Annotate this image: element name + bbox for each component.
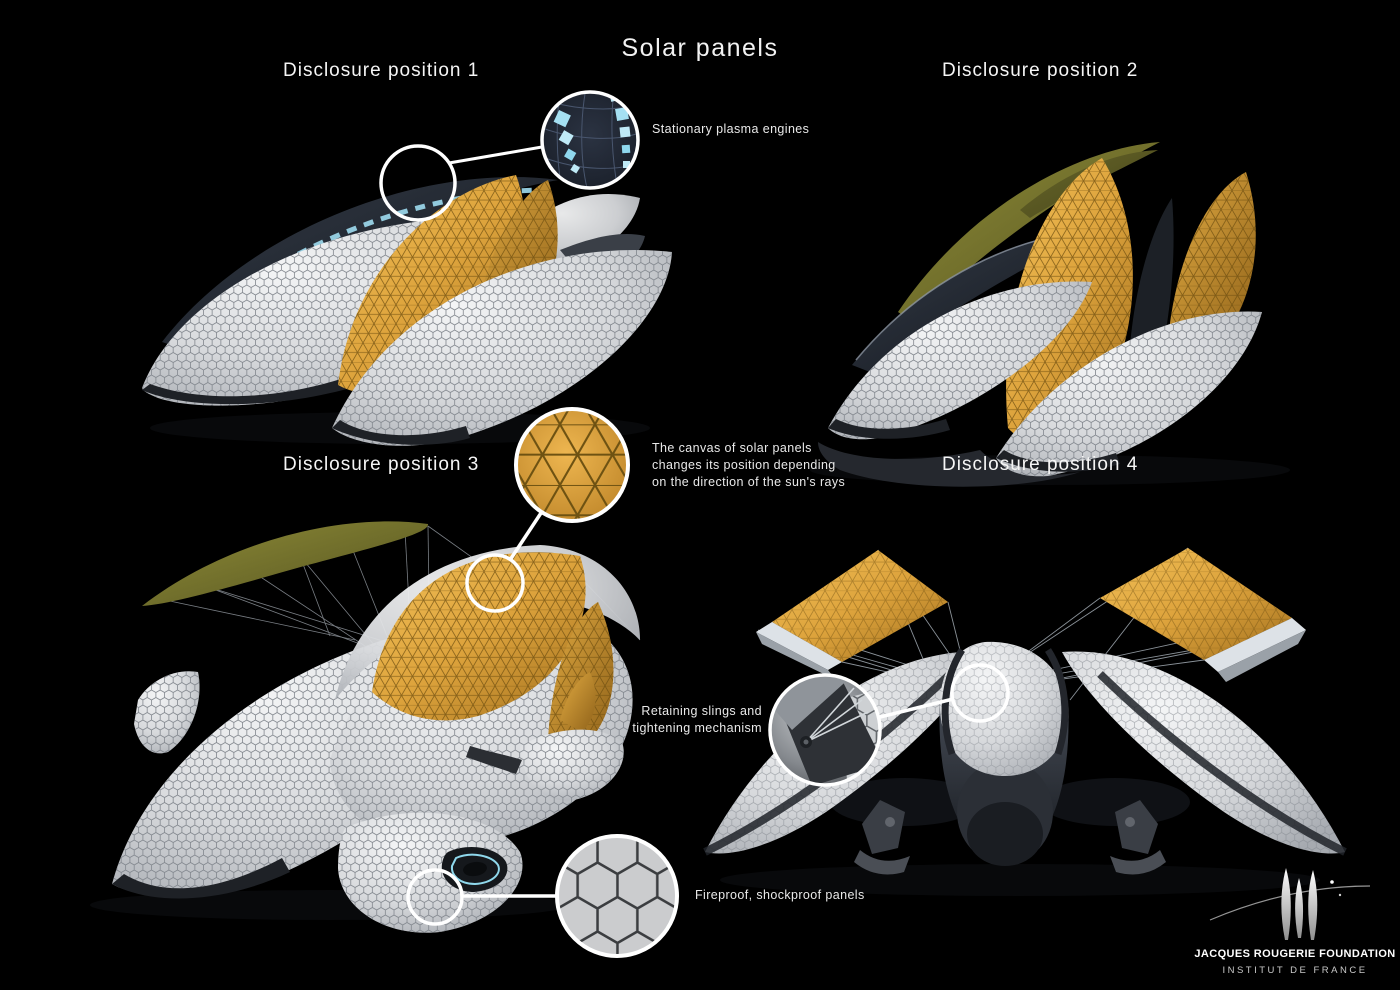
annotation-solar-canvas: The canvas of solar panels changes its p… bbox=[652, 441, 846, 489]
footer-institute-name: INSTITUT DE FRANCE bbox=[1222, 965, 1368, 976]
leader-line-slings bbox=[879, 697, 954, 719]
solar-kite-left bbox=[756, 550, 948, 680]
solar-kite-right bbox=[1100, 548, 1306, 682]
callout-ring-position-1 bbox=[379, 144, 457, 222]
ship-position-2 bbox=[810, 142, 1290, 487]
solar-canvas-detail-circle bbox=[514, 407, 630, 523]
label-disclosure-position-1: Disclosure position 1 bbox=[283, 60, 480, 81]
star-dot bbox=[1338, 893, 1342, 897]
leader-line-plasma bbox=[448, 145, 543, 165]
hexagon-panel-detail-circle bbox=[555, 834, 679, 958]
sling-mechanism-detail-circle bbox=[768, 673, 882, 787]
jacques-rougerie-foundation-logo bbox=[1209, 868, 1371, 940]
annotation-retaining-slings: Retaining slings and tightening mechanis… bbox=[632, 704, 762, 735]
plasma-engine-detail-circle bbox=[540, 90, 640, 190]
callout-ring-position-3 bbox=[465, 553, 525, 613]
annotation-fireproof-panels: Fireproof, shockproof panels bbox=[695, 888, 865, 902]
star-dot bbox=[1330, 880, 1334, 884]
annotation-plasma-engines: Stationary plasma engines bbox=[652, 122, 810, 136]
callout-ring-position-4 bbox=[950, 663, 1010, 723]
ship-position-3 bbox=[90, 521, 641, 933]
label-disclosure-position-2: Disclosure position 2 bbox=[942, 60, 1139, 81]
footer-foundation-name: JACQUES ROUGERIE FOUNDATION bbox=[1194, 948, 1396, 960]
leader-line-solar-canvas bbox=[508, 512, 543, 561]
label-disclosure-position-3: Disclosure position 3 bbox=[283, 454, 480, 475]
ship-position-4 bbox=[703, 547, 1347, 896]
poster-title: Solar panels bbox=[621, 34, 779, 62]
ship-position-1 bbox=[142, 175, 672, 446]
label-disclosure-position-4: Disclosure position 4 bbox=[942, 454, 1139, 475]
